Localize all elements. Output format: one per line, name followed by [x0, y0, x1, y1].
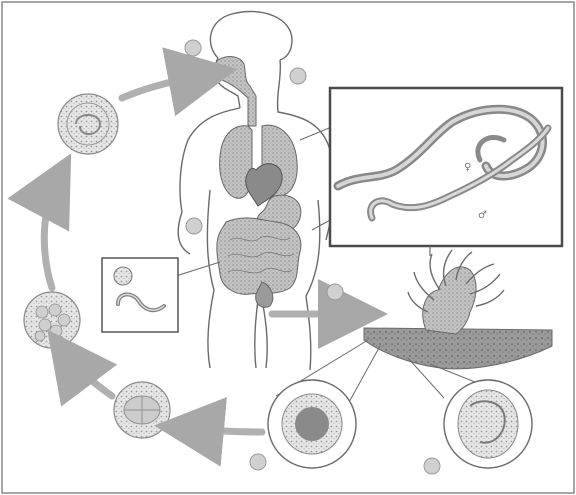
- stage-badge-5: [424, 458, 440, 474]
- egg-stage-top: [58, 94, 118, 154]
- stage-badge-6: [250, 454, 266, 470]
- egg-stage-left: [24, 292, 80, 348]
- larva-inset: [102, 258, 178, 332]
- stage-badge-1: [185, 40, 201, 56]
- stage-badge-4: [327, 284, 343, 300]
- stage-badge-2: [290, 68, 306, 84]
- egg-stage-bottom-right: [444, 380, 532, 468]
- svg-text:♀: ♀: [464, 162, 471, 173]
- egg-stage-bottom-mid: [268, 380, 356, 468]
- stage-badge-3: [186, 218, 202, 234]
- egg-stage-bottom-left: [114, 382, 170, 438]
- adult-worms-inset: ♀ ♂: [330, 88, 562, 256]
- svg-text:♂: ♂: [478, 210, 487, 221]
